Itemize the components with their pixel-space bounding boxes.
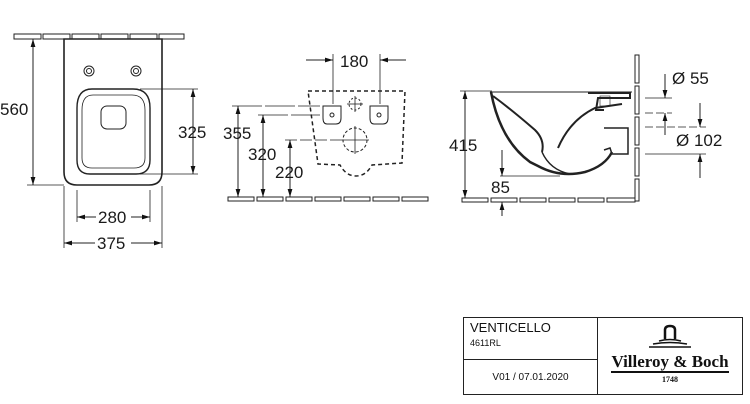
- rear-view: [227, 54, 429, 202]
- dim-rear-355: 355: [223, 124, 251, 143]
- dim-rear-320: 320: [248, 145, 276, 164]
- brand-name: Villeroy & Boch: [611, 352, 729, 373]
- dim-inner-width-280: 280: [98, 208, 126, 227]
- brand-logo-block: Villeroy & Boch 1748: [598, 318, 742, 394]
- product-name: VENTICELLO: [470, 320, 551, 335]
- title-block-info: VENTICELLO 4611RL V01 / 07.01.2020: [464, 318, 598, 394]
- top-view: [13, 33, 198, 248]
- dim-side-415: 415: [449, 136, 477, 155]
- dim-rear-220: 220: [275, 163, 303, 182]
- side-view: [460, 54, 706, 216]
- fountain-logo-icon: [649, 324, 691, 348]
- dim-outer-width-375: 375: [97, 234, 125, 253]
- dim-seat-325: 325: [178, 123, 206, 142]
- product-identity: VENTICELLO 4611RL: [464, 318, 597, 360]
- product-code: 4611RL: [470, 338, 501, 348]
- dim-spacing-180: 180: [340, 52, 368, 71]
- dim-pipe-102: Ø 102: [676, 131, 722, 150]
- dim-side-85: 85: [491, 178, 510, 197]
- version-date: V01 / 07.01.2020: [492, 371, 569, 383]
- dim-pipe-55: Ø 55: [672, 69, 709, 88]
- dim-height-560: 560: [0, 100, 28, 119]
- brand-year: 1748: [662, 375, 678, 384]
- title-block: VENTICELLO 4611RL V01 / 07.01.2020 Ville…: [463, 317, 743, 395]
